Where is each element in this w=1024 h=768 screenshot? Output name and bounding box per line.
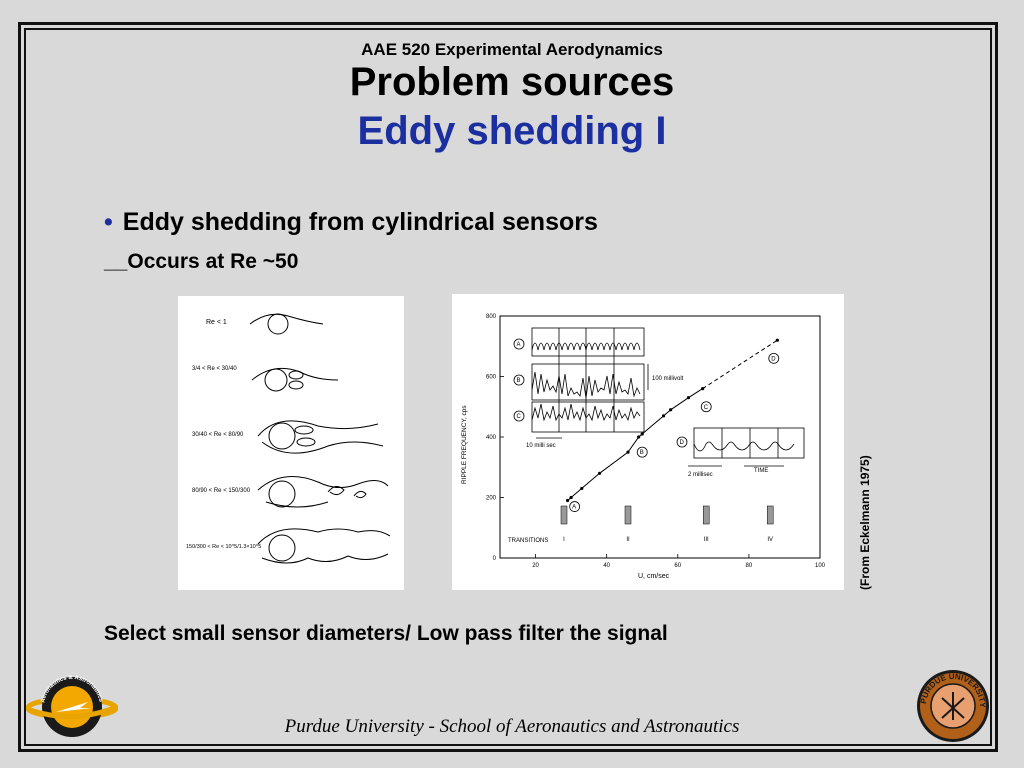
transition-mark-2 — [702, 505, 710, 525]
ripple-frequency-chart: 0 200 400 600 800 20 40 60 80 100 RIPPLE FREQUEN… — [452, 294, 844, 590]
y-tick-label-1: 200 — [486, 496, 497, 502]
transition-mark-1 — [624, 505, 632, 525]
flow-regimes-figure: Re < 1 3/4 < Re < 30/40 30/40 < Re < 80/… — [178, 296, 404, 590]
data-point-3 — [597, 471, 602, 475]
transition-label-3: IV — [767, 537, 773, 543]
point-marker-b — [636, 446, 648, 458]
footer-text: Purdue University - School of Aeronautic… — [284, 716, 740, 737]
bullet-dot: • — [104, 208, 113, 236]
cylinder-1 — [267, 313, 289, 335]
data-point-9 — [686, 396, 691, 400]
inset-b-frame — [531, 363, 645, 401]
trend-line-extrapolated — [702, 339, 778, 390]
inset-d-frame — [693, 427, 805, 459]
waveform-d — [693, 441, 795, 452]
slide-subtitle: Eddy shedding I — [357, 109, 667, 153]
transition-label-1: II — [626, 537, 630, 543]
point-label-b: B — [640, 450, 644, 456]
point-marker-d — [768, 352, 780, 364]
x-tick-label-4: 100 — [815, 563, 826, 569]
figure-credit: (From Eckelmann 1975) — [858, 455, 872, 590]
waveform-c — [531, 403, 641, 422]
slide-title: Problem sources — [349, 60, 675, 104]
inset-c-frame — [531, 401, 645, 433]
time-axis-label: TIME — [754, 468, 768, 474]
data-point-6 — [640, 432, 644, 436]
transition-label-2: III — [704, 537, 709, 543]
point-label-d: D — [771, 356, 776, 362]
data-point-8 — [669, 408, 673, 412]
chart-svg: 0 200 400 600 800 20 40 60 80 100 RIPPLE FREQUEN… — [461, 314, 826, 580]
transition-mark-3 — [766, 505, 774, 525]
y-tick-label-4: 800 — [486, 314, 497, 320]
x-axis-label: U, cm/sec — [638, 573, 670, 580]
course-title: AAE 520 Experimental Aerodynamics — [361, 40, 663, 59]
slide-inner-border — [24, 28, 992, 746]
flow-regimes-svg: Re < 1 3/4 < Re < 30/40 30/40 < Re < 80/… — [186, 313, 391, 564]
cylinder-3 — [268, 422, 296, 450]
aero-astro-logo: Aeronautics & Astronautics — [25, 672, 119, 742]
inset-label-c: C — [517, 414, 522, 420]
bullet-point: • Eddy shedding from cylindrical sensors — [104, 208, 598, 237]
streamline-1 — [249, 313, 324, 325]
x-tick-label-3: 80 — [746, 563, 753, 569]
cylinder-5 — [268, 534, 296, 562]
regime-label-1: Re < 1 — [206, 319, 227, 326]
point-marker-c — [700, 401, 712, 413]
inset-label-a: A — [517, 342, 521, 348]
time-scale-label-2: 2 millisec — [688, 472, 713, 478]
purdue-seal-svg: PURDUE UNIVERSITY — [917, 670, 989, 742]
time-scale-label-1: 10 milli sec — [526, 443, 556, 449]
slide-outer-border — [18, 22, 998, 752]
point-label-a: A — [572, 505, 576, 511]
transitions-label: TRANSITIONS — [508, 538, 548, 544]
waveform-b — [531, 371, 641, 399]
sub-point: __Occurs at Re ~50 — [104, 250, 299, 273]
cylinder-4 — [268, 480, 296, 508]
transition-mark-0 — [560, 505, 568, 525]
aero-astro-logo-svg: Aeronautics & Astronautics — [25, 675, 119, 737]
y-tick-label-3: 600 — [486, 375, 497, 381]
regime-label-2: 3/4 < Re < 30/40 — [192, 366, 237, 372]
waveform-a — [531, 342, 641, 351]
inset-a-frame — [531, 327, 645, 357]
inset-label-d: D — [680, 440, 685, 446]
data-point-11 — [775, 338, 779, 342]
data-point-7 — [661, 414, 666, 418]
x-tick-label-0: 20 — [532, 563, 539, 569]
y-axis-label: RIPPLE FREQUENCY, cps — [461, 405, 468, 484]
data-point-10 — [701, 387, 705, 391]
regime-label-4: 80/90 < Re < 150/300 — [192, 488, 251, 494]
x-tick-label-2: 60 — [674, 563, 681, 569]
purdue-seal-logo: PURDUE UNIVERSITY — [912, 668, 994, 744]
conclusion-text: Select small sensor diameters/ Low pass … — [104, 622, 668, 645]
data-point-5 — [637, 435, 641, 439]
regime-label-3: 30/40 < Re < 80/90 — [192, 432, 244, 438]
data-point-0 — [565, 498, 570, 503]
transition-label-0: I — [563, 537, 565, 543]
regime-label-5: 150/300 < Re < 10^5/1.3×10^5 — [186, 544, 261, 550]
amplitude-scale-label: 100 millivolt — [652, 376, 684, 382]
cylinder-2 — [264, 368, 288, 392]
point-label-c: C — [704, 405, 709, 411]
bullet-text: Eddy shedding from cylindrical sensors — [122, 208, 598, 236]
inset-label-b: B — [517, 378, 521, 384]
y-tick-label-2: 400 — [486, 435, 497, 441]
data-point-2 — [580, 486, 584, 491]
data-point-4 — [626, 450, 630, 454]
point-marker-a — [569, 501, 581, 512]
y-tick-label-0: 0 — [493, 556, 497, 562]
data-point-1 — [569, 495, 573, 500]
x-tick-label-1: 40 — [603, 563, 610, 569]
